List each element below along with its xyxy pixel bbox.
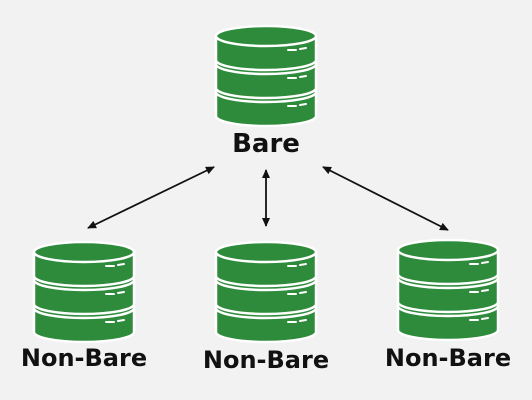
database-indicator [481, 317, 489, 320]
bare-database-icon [214, 24, 318, 128]
database-indicator [299, 291, 307, 294]
database-indicator [299, 47, 307, 50]
non-bare-database-icon-left [32, 240, 136, 344]
database-indicator [299, 319, 307, 322]
database-indicator [117, 263, 125, 266]
non-bare-label-center: Non-Bare [202, 346, 330, 374]
non-bare-label-right: Non-Bare [384, 344, 512, 372]
database-indicator [299, 103, 307, 106]
database-indicator [117, 319, 125, 322]
non-bare-database-icon-right [396, 238, 500, 342]
database-disk-top [214, 24, 318, 48]
database-indicator [117, 291, 125, 294]
arrow-bare-to-left [87, 166, 215, 229]
connection-arrows [87, 166, 449, 231]
non-bare-label-left: Non-Bare [20, 344, 148, 372]
database-disk-top [32, 240, 136, 264]
bare-label: Bare [232, 129, 300, 159]
database-disk-top [214, 240, 318, 264]
database-icons [32, 24, 500, 344]
database-indicator [299, 263, 307, 266]
database-indicator [481, 289, 489, 292]
database-disk-top [396, 238, 500, 262]
database-indicator [299, 75, 307, 78]
non-bare-database-icon-center [214, 240, 318, 344]
database-indicator [481, 261, 489, 264]
arrow-bare-to-right [322, 166, 449, 231]
